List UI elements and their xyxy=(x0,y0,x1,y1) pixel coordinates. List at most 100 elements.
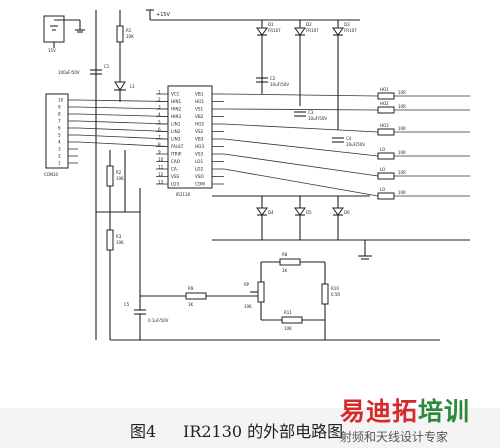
battery-symbol: 15V xyxy=(43,15,85,53)
svg-text:C3: C3 xyxy=(308,110,314,115)
chip-pin-number: 13 xyxy=(158,180,164,185)
svg-text:D5: D5 xyxy=(306,210,312,215)
svg-text:D6: D6 xyxy=(344,210,350,215)
svg-text:R1: R1 xyxy=(126,28,132,33)
output-label: LO xyxy=(380,147,385,152)
watermark-brand-part2: 培训 xyxy=(418,397,471,426)
svg-text:10uF/50V: 10uF/50V xyxy=(346,142,365,147)
chip-pin-right: VSO xyxy=(195,174,205,179)
resistor-r1: R1 10K xyxy=(116,10,134,82)
chip-pin-number: 4 xyxy=(158,112,161,117)
chip-pin-left: HIN3 xyxy=(171,114,182,119)
connector-pin: 8 xyxy=(58,112,61,117)
svg-text:C2: C2 xyxy=(270,76,276,81)
chip-pin-number: 7 xyxy=(158,135,161,140)
svg-text:1K: 1K xyxy=(282,268,288,273)
watermark-tagline: 射频和天线设计专家 xyxy=(340,430,449,444)
connector-pin: 7 xyxy=(58,119,61,124)
ir2130-chip: VCC1HIN12HIN23HIN34LIN15LIN26LIN37FAULT8… xyxy=(156,85,224,197)
svg-text:D2: D2 xyxy=(306,22,312,27)
svg-text:RP: RP xyxy=(244,282,250,287)
svg-text:C5: C5 xyxy=(124,302,130,307)
svg-text:10K: 10K xyxy=(116,176,124,181)
watermark-brand-part1: 易迪拓 xyxy=(340,397,419,426)
svg-text:10K: 10K xyxy=(244,304,252,309)
bootstrap-capacitors: C2 10uF/50V C3 10uF/50V C4 10uF/50V xyxy=(256,76,365,147)
svg-text:D1: D1 xyxy=(268,22,274,27)
connector-pin: 10 xyxy=(58,98,64,103)
battery-label: 15V xyxy=(48,48,56,53)
chip-pin-left: LIN1 xyxy=(171,122,181,127)
chip-pin-right: VB2 xyxy=(195,114,204,119)
output-label: HO1 xyxy=(380,87,389,92)
svg-text:R8: R8 xyxy=(282,252,288,257)
caption-area xyxy=(0,408,500,448)
svg-text:10K: 10K xyxy=(126,34,134,39)
figure-title: IR2130 的外部电路图 xyxy=(183,422,344,441)
svg-text:+15V: +15V xyxy=(156,12,171,18)
svg-text:10K: 10K xyxy=(116,240,124,245)
chip-pin-left: CA- xyxy=(171,167,179,172)
watermark-logo: 易迪拓培训 xyxy=(340,392,470,428)
chip-pin-right: COM xyxy=(195,182,205,187)
output-resistor-value: 10R xyxy=(398,90,406,95)
svg-text:FR107: FR107 xyxy=(344,28,357,33)
connector-pin: 6 xyxy=(58,126,61,131)
svg-text:D3: D3 xyxy=(344,22,350,27)
svg-text:FR107: FR107 xyxy=(306,28,319,33)
svg-text:R11: R11 xyxy=(284,310,292,315)
svg-text:10uF/50V: 10uF/50V xyxy=(308,116,327,121)
connector-pin: 4 xyxy=(58,140,61,145)
svg-text:C4: C4 xyxy=(346,136,352,141)
svg-text:10uF/50V: 10uF/50V xyxy=(270,82,289,87)
lower-diodes: D4 D5 D6 xyxy=(212,195,470,260)
chip-pin-right: VB3 xyxy=(195,137,204,142)
chip-pin-right: VS2 xyxy=(195,129,204,134)
chip-pin-right: LO1 xyxy=(195,159,203,164)
connector-label: CON10 xyxy=(44,172,58,177)
led-l1: L1 xyxy=(114,81,135,102)
connector-pin: 1 xyxy=(58,161,61,166)
chip-pin-left: FAULT xyxy=(171,144,184,149)
chip-pin-right: VB1 xyxy=(195,92,204,97)
svg-text:0.5R: 0.5R xyxy=(331,292,340,297)
chip-label: IR2130 xyxy=(176,192,191,197)
svg-text:0.1uF/50V: 0.1uF/50V xyxy=(148,318,169,323)
chip-pin-left: LIN3 xyxy=(171,137,181,142)
chip-pin-left: LO3 xyxy=(171,182,179,187)
connector-pin: 5 xyxy=(58,133,61,138)
chip-pin-number: 6 xyxy=(158,127,161,132)
output-label: HO3 xyxy=(380,123,389,128)
svg-text:R9: R9 xyxy=(188,286,194,291)
current-sense-network: R9 1K C5 0.1uF/50V RP 10K R8 1K R10 0.5R… xyxy=(95,188,440,341)
vcc-marker: +15V xyxy=(146,9,171,20)
chip-pin-number: 3 xyxy=(158,105,161,110)
svg-text:R10: R10 xyxy=(331,286,339,291)
chip-pin-left: LIN2 xyxy=(171,129,181,134)
chip-pin-right: HO1 xyxy=(195,99,204,104)
chip-pin-number: 8 xyxy=(158,142,161,147)
output-label: LO xyxy=(380,187,385,192)
chip-pin-right: VS1 xyxy=(195,107,204,112)
chip-pin-number: 11 xyxy=(158,165,164,170)
chip-pin-left: ITRIP xyxy=(171,152,182,157)
chip-pin-right: HO2 xyxy=(195,122,204,127)
svg-text:C1: C1 xyxy=(104,64,110,69)
output-resistor-value: 10R xyxy=(398,126,406,131)
figure-number: 图4 xyxy=(130,422,157,441)
left-resistors: R2 10K R3 10K xyxy=(106,150,126,340)
chip-pin-number: 2 xyxy=(158,97,161,102)
chip-pin-right: HO3 xyxy=(195,144,204,149)
chip-pin-number: 5 xyxy=(158,120,161,125)
capacitor-c1: C1 100uF/50V xyxy=(58,64,110,75)
connector-pin: 2 xyxy=(58,154,61,159)
output-resistor-value: 10R xyxy=(398,104,406,109)
bootstrap-diodes: D1 FR107 D2 FR107 D3 FR107 xyxy=(150,19,360,130)
chip-pin-left: VCC xyxy=(171,92,180,97)
chip-pin-right: LO2 xyxy=(195,167,203,172)
chip-pin-right: VS3 xyxy=(195,152,204,157)
chip-pin-number: 10 xyxy=(158,157,164,162)
